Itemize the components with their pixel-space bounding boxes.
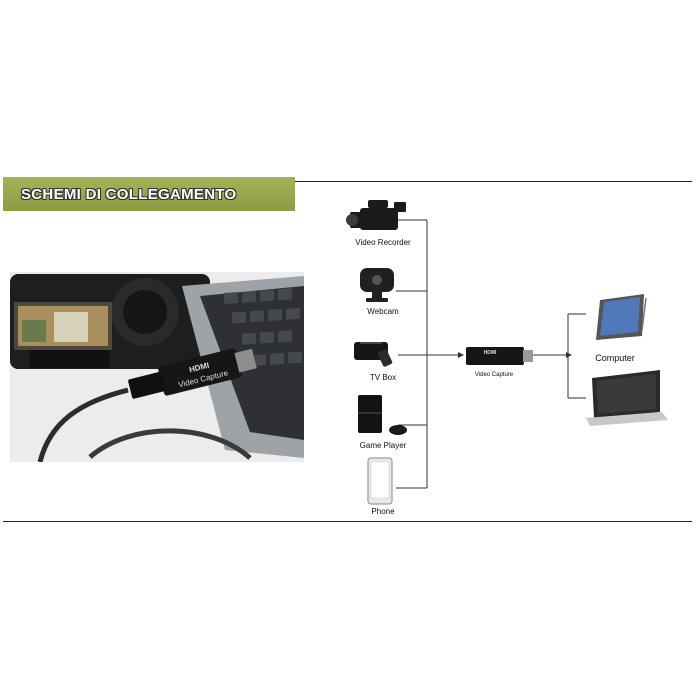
top-rule bbox=[295, 181, 692, 182]
laptop-icon bbox=[586, 370, 668, 426]
label-computer: Computer bbox=[595, 353, 635, 363]
label-tv-box: TV Box bbox=[369, 373, 397, 382]
label-webcam: Webcam bbox=[367, 307, 399, 316]
video-recorder-icon bbox=[346, 200, 406, 230]
label-phone: Phone bbox=[371, 507, 395, 516]
hdmi-cable bbox=[37, 387, 129, 462]
section-banner: SCHEMI DI COLLEGAMENTO bbox=[3, 177, 295, 211]
game-console-icon bbox=[358, 395, 407, 435]
connection-photo: HDMI Video Capture bbox=[10, 272, 304, 462]
capture-device-icon: HDMI bbox=[466, 347, 533, 365]
capture-badge: HDMI bbox=[484, 350, 497, 356]
connection-diagram: HDMI bbox=[346, 200, 668, 505]
bottom-rule bbox=[3, 521, 692, 522]
arrow-to-capture bbox=[458, 352, 464, 358]
label-video-capture: Video Capture bbox=[474, 372, 514, 378]
tablet-icon bbox=[596, 294, 647, 340]
tv-box-icon bbox=[354, 342, 393, 367]
banner-title: SCHEMI DI COLLEGAMENTO bbox=[21, 185, 237, 203]
webcam-icon bbox=[360, 268, 394, 302]
label-video-recorder: Video Recorder bbox=[355, 238, 411, 247]
usb-cable bbox=[88, 428, 252, 460]
smartphone-icon bbox=[367, 457, 393, 505]
label-game-player: Game Player bbox=[359, 441, 407, 450]
arrow-to-computer bbox=[566, 352, 572, 358]
